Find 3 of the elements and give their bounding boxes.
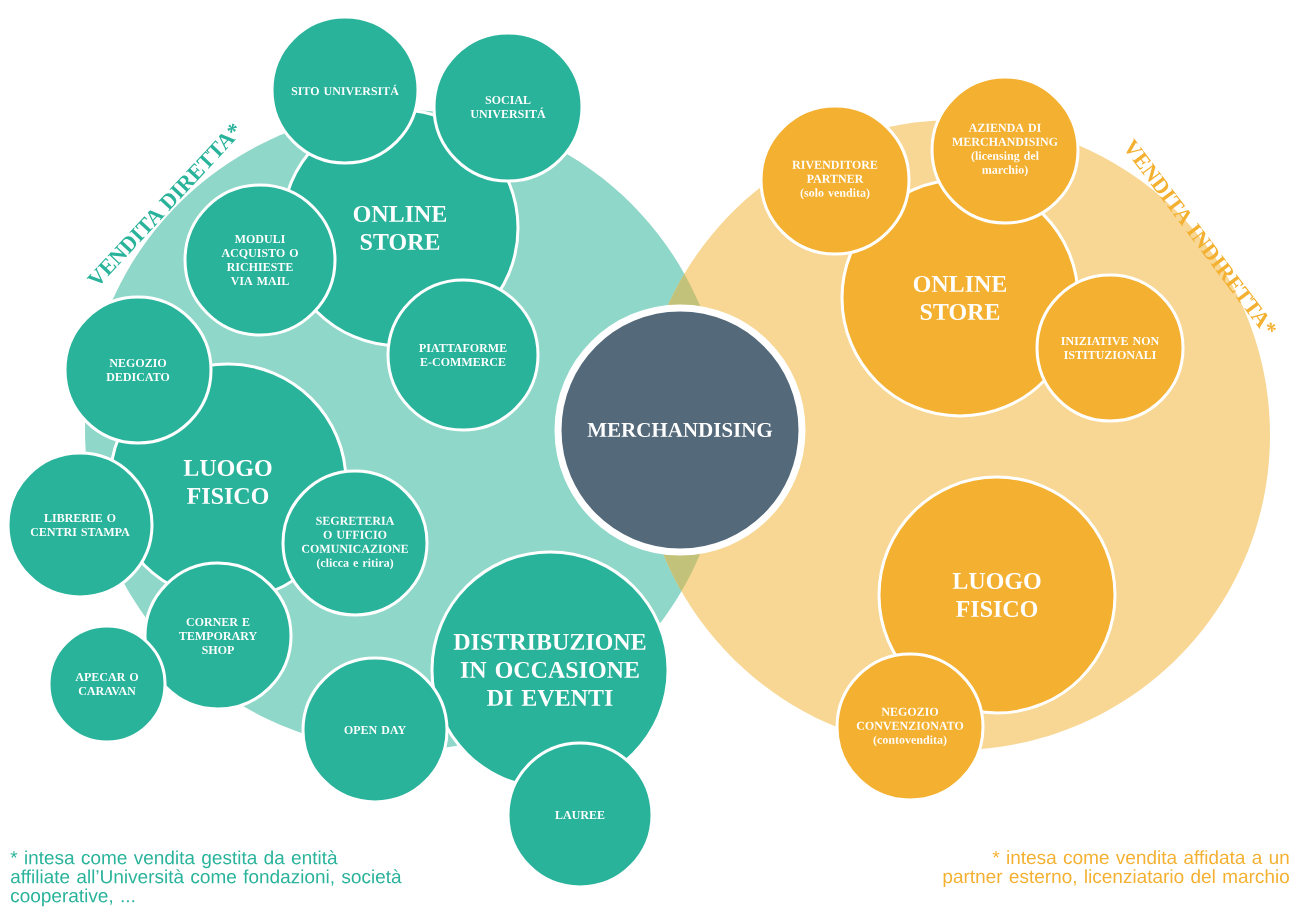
node-label: LAUREE [555,811,605,820]
footnote: * intesa come vendita gestita da entità affiliate all’Università come fondazioni, società cooperative, ... [10,850,402,907]
footnote: * intesa come vendita affidata a un partner esterno, licenziatario del marchio [943,850,1289,887]
